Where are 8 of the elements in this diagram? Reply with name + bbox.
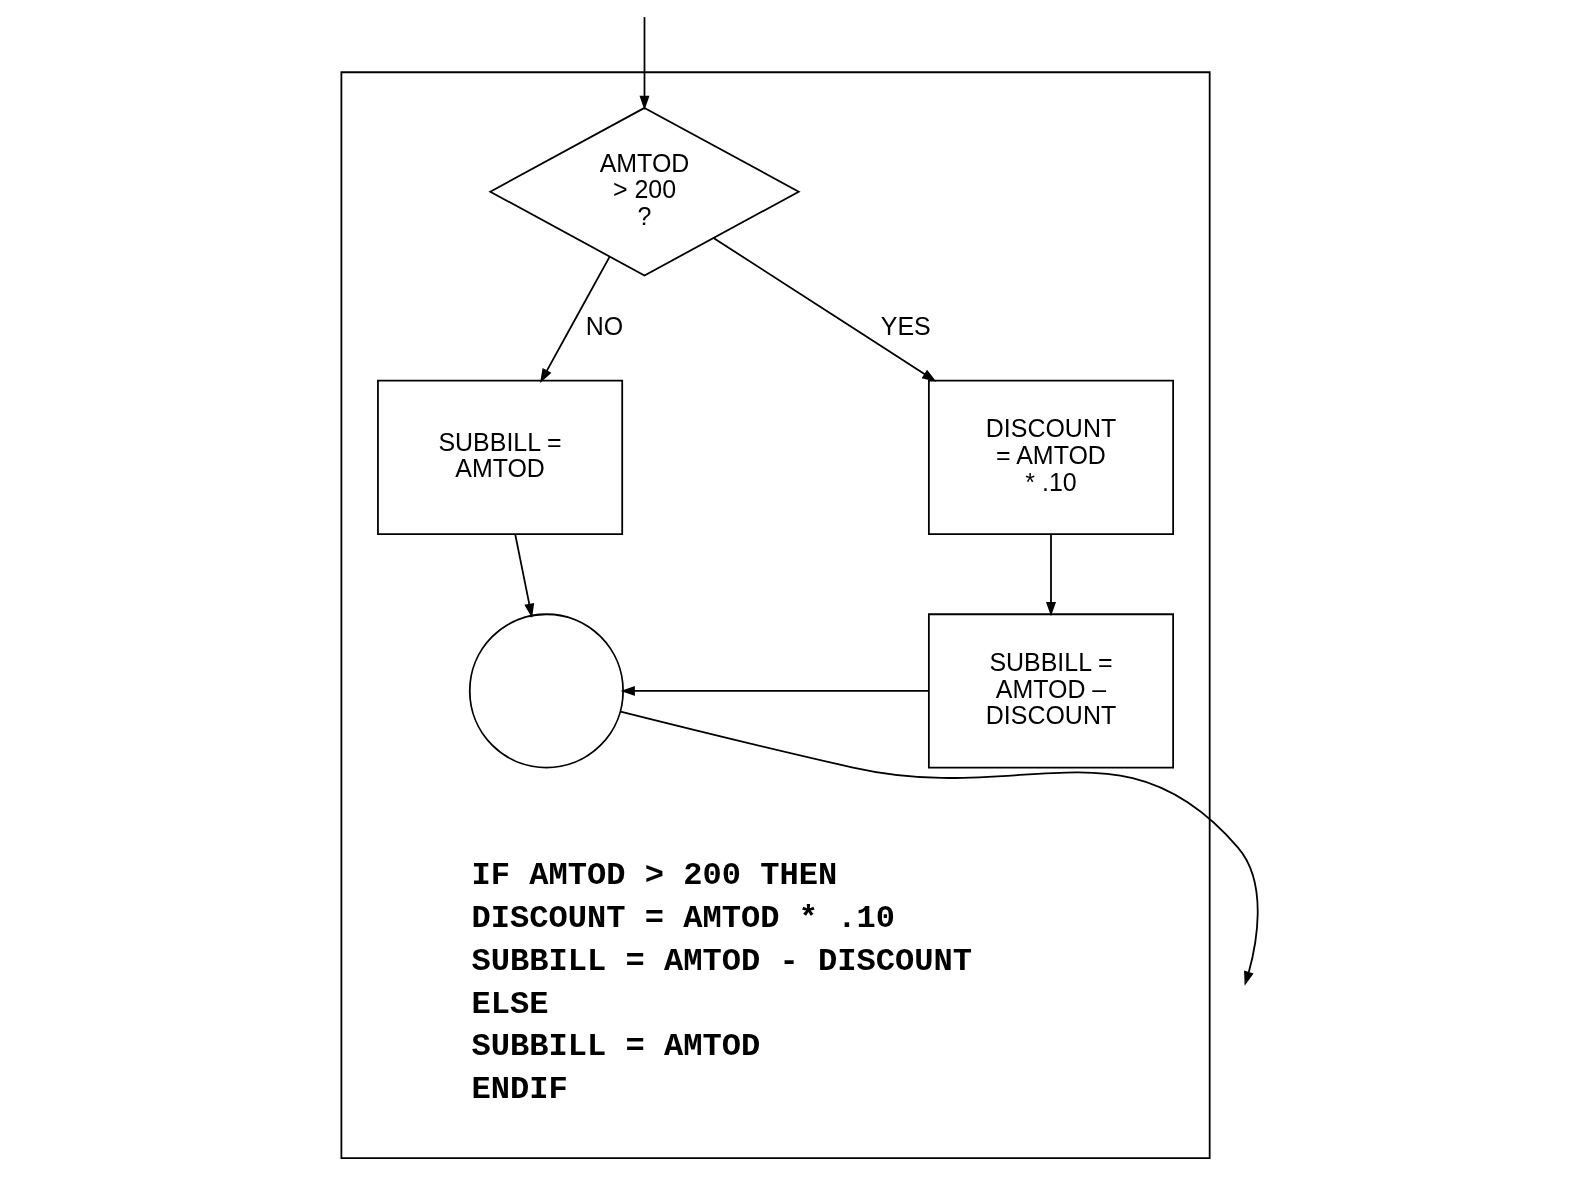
- label: SUBBILL = AMTOD - DISCOUNT: [471, 942, 972, 980]
- edge-label: NO: [585, 311, 623, 340]
- edge-label: YES: [880, 311, 931, 340]
- label: IF AMTOD > 200 THEN: [471, 857, 837, 895]
- label: DISCOUNT = AMTOD * .10: [471, 899, 895, 937]
- label: ENDIF: [471, 1071, 568, 1109]
- label: ELSE: [471, 985, 549, 1023]
- label: SUBBILL = AMTOD: [471, 1028, 760, 1066]
